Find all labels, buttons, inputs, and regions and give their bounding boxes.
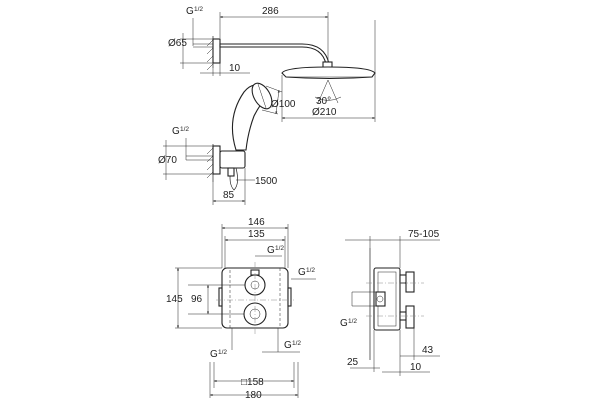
shower-arm xyxy=(219,43,330,65)
wall-elbow-flange xyxy=(212,145,221,175)
spray-angle-label: 30° xyxy=(316,96,331,107)
box-lug-right xyxy=(287,287,292,307)
thread-label-box-right: G xyxy=(298,267,306,278)
ext-100-b xyxy=(261,109,279,115)
wall-elbow-holder xyxy=(219,150,246,169)
hose-nut xyxy=(227,167,235,177)
dim-label-100: Ø100 xyxy=(271,99,296,110)
hand-shower-face xyxy=(257,83,267,109)
dim-label-10-side: 10 xyxy=(410,362,422,373)
box-lug-left xyxy=(218,287,223,307)
side-handle-bottom xyxy=(405,305,415,329)
thread-fraction-top: 1/2 xyxy=(194,6,203,13)
dim-label-96: 96 xyxy=(191,294,203,305)
dim-label-85: 85 xyxy=(223,190,235,201)
dim-label-10: 10 xyxy=(229,63,241,74)
dim-label-25: 25 xyxy=(347,357,359,368)
dim-label-43: 43 xyxy=(422,345,434,356)
dim-label-65: Ø65 xyxy=(168,38,187,49)
thread-label-box-br: G xyxy=(284,340,292,351)
thread-label-box-bl: G xyxy=(210,349,218,360)
hand-shower-view: Ø100 G 1/2 Ø70 1500 85 xyxy=(158,82,296,205)
thread-fraction-side: 1/2 xyxy=(348,318,357,325)
spray-angle-arc xyxy=(314,96,342,101)
box-side-view: 75-105 G 1/2 25 43 10 xyxy=(340,229,440,376)
dim-label-286: 286 xyxy=(262,6,279,17)
side-box-body xyxy=(373,267,401,331)
thread-fraction-box-top: 1/2 xyxy=(275,245,284,252)
dim-label-180: 180 xyxy=(245,390,262,400)
dim-label-135: 135 xyxy=(248,229,265,240)
head-shower-view: 30° G 1/2 286 Ø65 10 Ø210 xyxy=(168,6,376,122)
wall-hatch-mid xyxy=(206,147,214,179)
wall-flange-top xyxy=(212,38,221,64)
dim-label-145: 145 xyxy=(166,294,183,305)
thread-label-top: G xyxy=(186,6,194,17)
dim-label-146: 146 xyxy=(248,217,265,228)
thread-label-box-top: G xyxy=(267,245,275,256)
dim-label-1500: 1500 xyxy=(255,176,278,187)
thread-fraction-box-right: 1/2 xyxy=(306,267,315,274)
dim-line-100 xyxy=(275,89,280,115)
side-handle-top xyxy=(405,271,415,293)
box-front-view: 146 135 G 1/2 G 1/2 145 96 G 1/2 G 1/2 xyxy=(166,217,316,400)
thread-fraction-box-bl: 1/2 xyxy=(218,349,227,356)
thread-fraction-box-br: 1/2 xyxy=(292,340,301,347)
side-connector xyxy=(375,291,386,307)
head-shower xyxy=(281,66,376,80)
thread-label-mid: G xyxy=(172,126,180,137)
dim-label-75-105: 75-105 xyxy=(408,229,440,240)
side-connector-port xyxy=(376,295,384,303)
wall-hatch-top xyxy=(206,39,214,71)
dim-label-210: Ø210 xyxy=(312,107,337,118)
thread-fraction-mid: 1/2 xyxy=(180,126,189,133)
dim-label-70: Ø70 xyxy=(158,155,177,166)
dim-label-158: □158 xyxy=(241,377,264,388)
thread-label-side: G xyxy=(340,318,348,329)
